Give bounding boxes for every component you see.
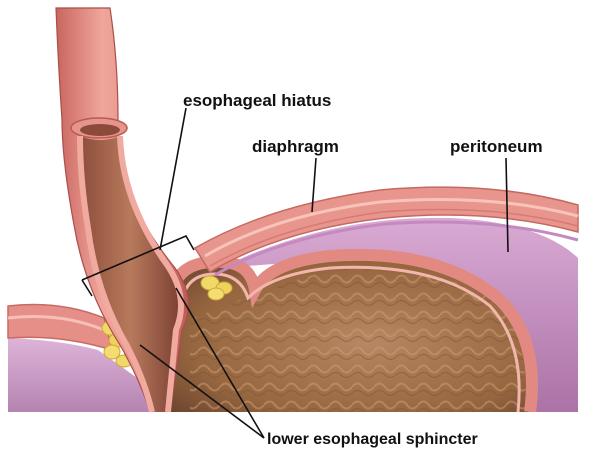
label-peritoneum: peritoneum — [450, 138, 543, 155]
hiatus-leader — [160, 108, 186, 250]
esophagus-opening-inner — [80, 124, 120, 136]
label-lower-esophageal-sphincter: lower esophageal sphincter — [267, 432, 478, 448]
label-esophageal-hiatus: esophageal hiatus — [183, 92, 331, 109]
label-diaphragm: diaphragm — [252, 138, 339, 155]
